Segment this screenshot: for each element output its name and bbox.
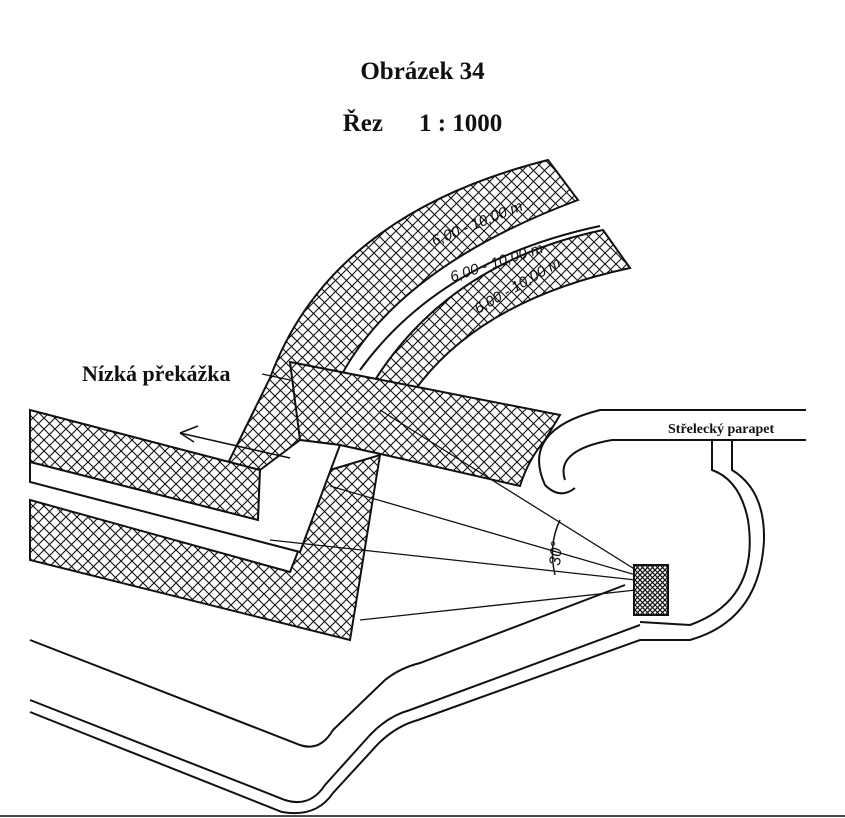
firing-parapet-outer: [538, 409, 806, 495]
scale-ratio: 1 : 1000: [418, 110, 503, 137]
angle-arc: [551, 519, 561, 576]
firing-parapet-loop-inner: [640, 455, 766, 641]
angle-label: 30°: [547, 540, 566, 566]
parapet-branch: [711, 440, 733, 455]
figure-title: Obrázek 34: [360, 58, 485, 85]
low-obstacle-label: Nízká překážka: [82, 361, 231, 386]
figure-scale: Řez 1 : 1000: [0, 110, 845, 138]
lower-zigzag-obstacle-band: [29, 453, 382, 642]
fire-ray-1: [379, 409, 637, 571]
gun-nest-block: [633, 564, 669, 616]
section-label: Řez: [342, 110, 383, 137]
low-obstacle-leader: [261, 373, 291, 381]
approach-arrow: [179, 425, 291, 459]
fire-ray-4: [359, 589, 637, 621]
road-lower-edge-1: [29, 624, 641, 804]
fire-ray-2: [329, 485, 637, 576]
zigzag-inner-gap: [29, 438, 342, 554]
middle-curved-track: [359, 225, 601, 371]
firing-parapet-loop: [639, 455, 751, 627]
firing-parapet-label: Střelecký parapet: [668, 422, 774, 437]
fire-ray-3: [269, 539, 637, 581]
firing-parapet-inner: [562, 439, 806, 481]
road-upper-edge: [29, 584, 626, 748]
fire-rays: [269, 409, 637, 621]
road-lower-edge-2: [29, 639, 641, 815]
